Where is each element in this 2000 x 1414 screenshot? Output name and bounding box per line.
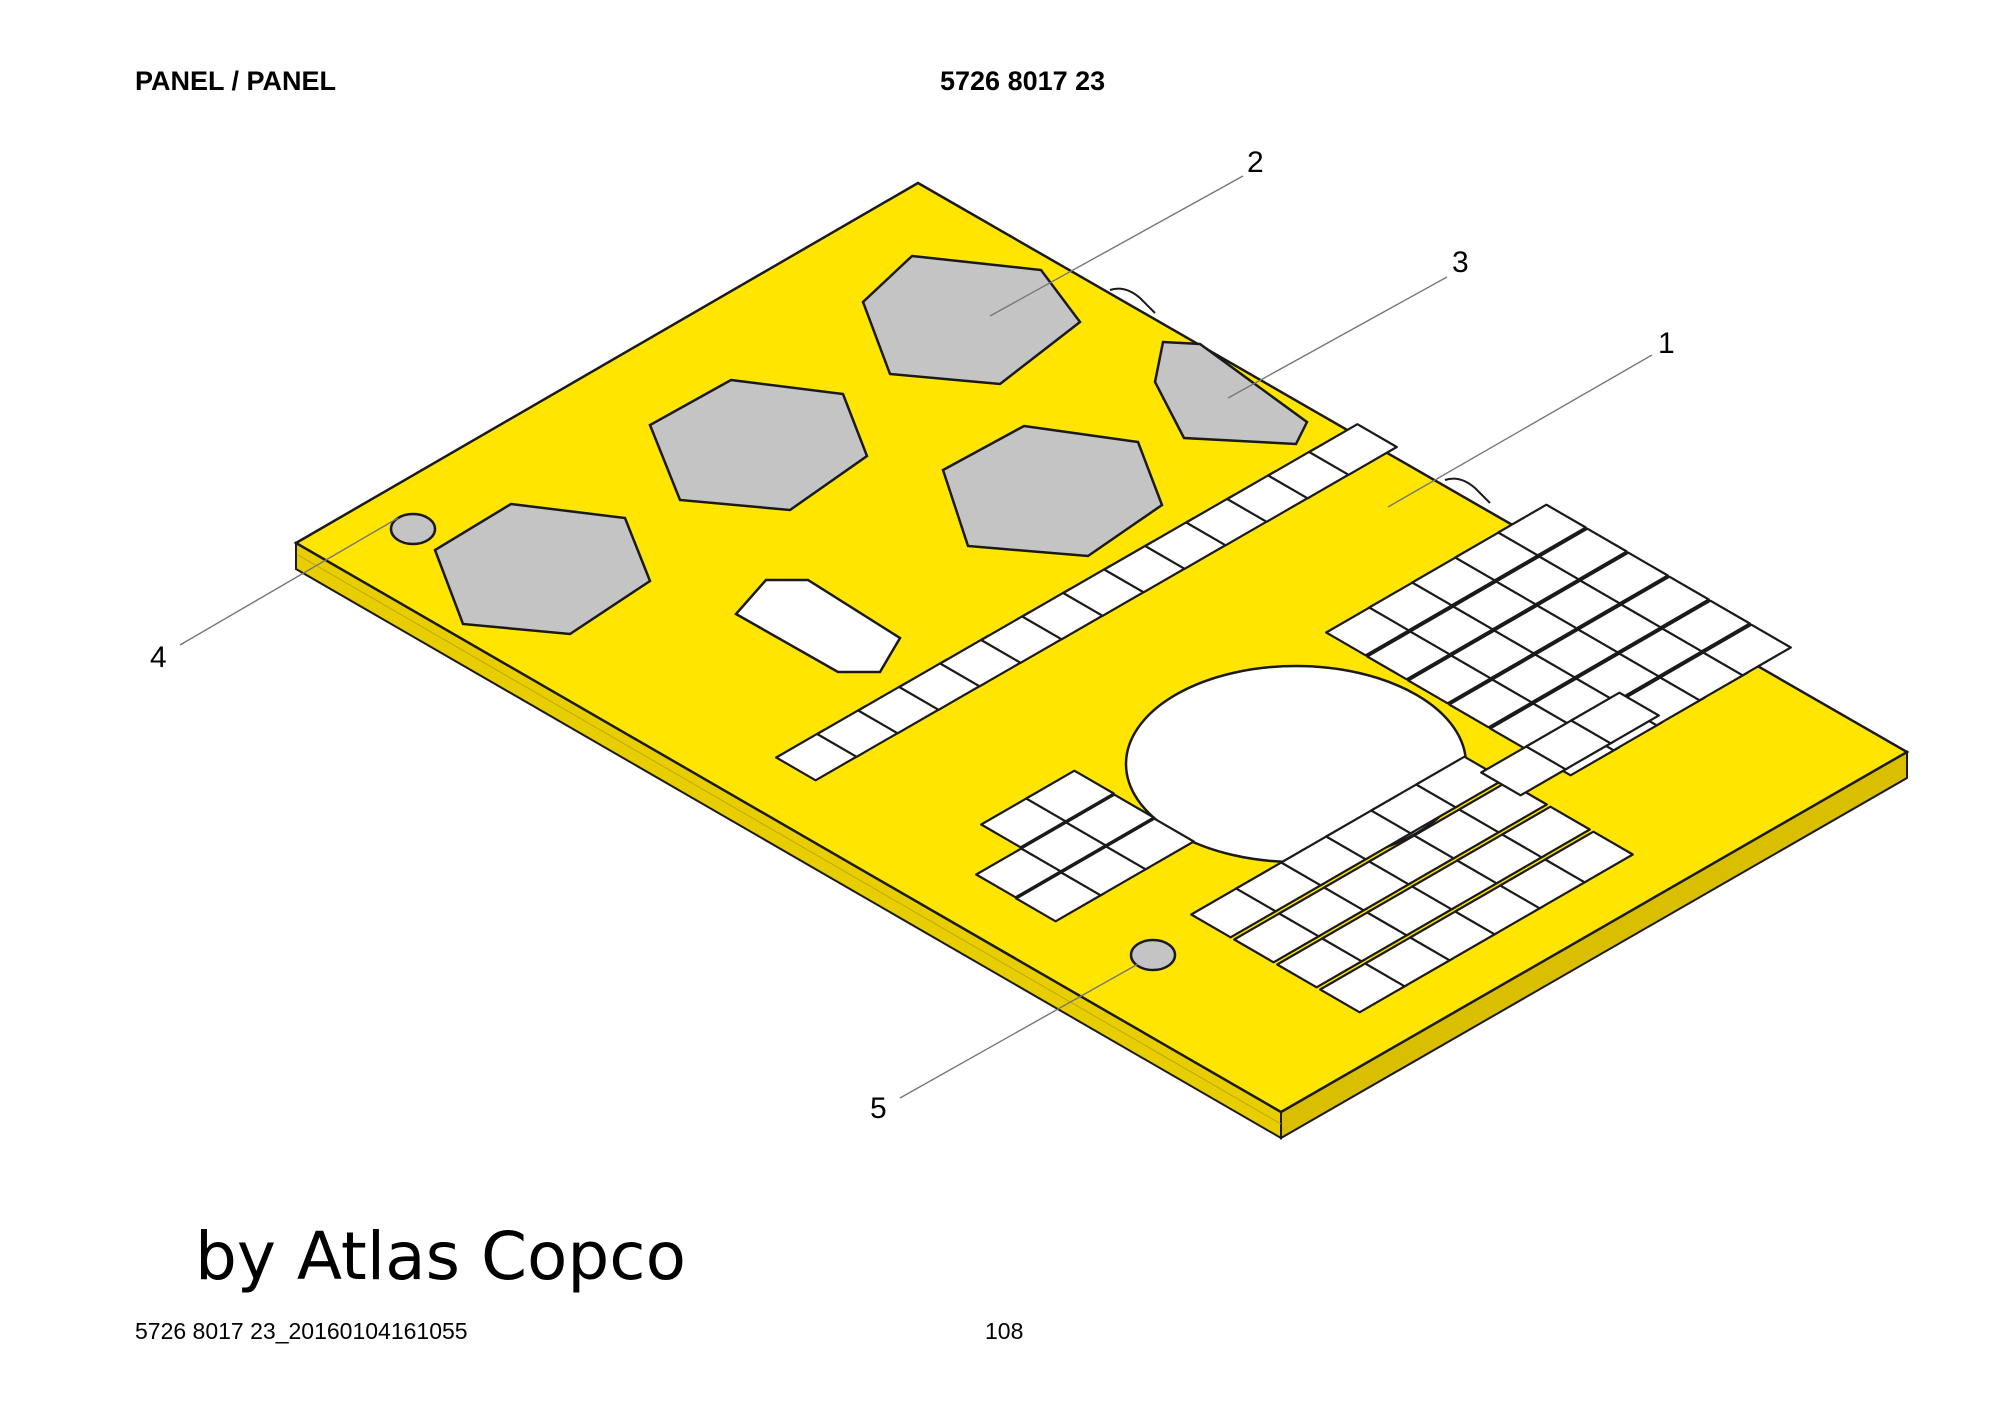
hex-cap bbox=[433, 502, 652, 636]
slot-grid bbox=[775, 423, 1792, 1014]
hex-cap bbox=[941, 424, 1164, 558]
part-number: 5726 8017 23 bbox=[940, 66, 1106, 96]
callout-1: 1 bbox=[1658, 327, 1675, 360]
slot-opening bbox=[1570, 691, 1660, 745]
mounting-tab bbox=[1109, 287, 1156, 314]
panel-edge-highlight bbox=[297, 554, 1282, 1125]
callout-5: 5 bbox=[870, 1092, 887, 1125]
leader-line-5 bbox=[899, 963, 1139, 1099]
leader-line-1 bbox=[1387, 354, 1653, 508]
cover-caps bbox=[433, 254, 1309, 636]
slot-opening bbox=[1497, 503, 1587, 557]
slot-opening bbox=[1538, 527, 1628, 581]
fastener-cap bbox=[389, 512, 437, 546]
document-id: 5726 8017 23_20160104161055 bbox=[135, 1318, 468, 1344]
slot-opening bbox=[1308, 423, 1398, 476]
fasteners bbox=[389, 512, 1177, 972]
slot-opening bbox=[1065, 793, 1155, 847]
hex-cap bbox=[648, 378, 869, 512]
leader-line-2 bbox=[989, 175, 1244, 317]
page-title: PANEL / PANEL bbox=[135, 66, 337, 96]
callout-3: 3 bbox=[1452, 246, 1469, 279]
slot-opening bbox=[1025, 769, 1115, 823]
fastener-cap bbox=[1129, 938, 1177, 972]
slot-opening bbox=[1105, 817, 1195, 871]
leader-lines bbox=[179, 175, 1653, 1099]
slot-opening bbox=[1702, 623, 1792, 677]
slot-opening bbox=[1579, 551, 1669, 605]
mounting-tab bbox=[1444, 477, 1491, 504]
page-number: 108 bbox=[985, 1318, 1024, 1344]
slot-opening bbox=[1620, 575, 1710, 629]
leader-line-4 bbox=[179, 517, 399, 646]
display-window bbox=[734, 578, 902, 674]
callout-labels: 1 2 3 4 5 bbox=[150, 146, 1675, 1125]
slot-opening bbox=[1661, 599, 1751, 653]
callout-4: 4 bbox=[150, 641, 167, 674]
atlas-copco-watermark: by Atlas Copco bbox=[195, 1218, 686, 1295]
leader-line-3 bbox=[1227, 276, 1448, 399]
hex-cap bbox=[1153, 340, 1309, 446]
callout-2: 2 bbox=[1247, 146, 1264, 179]
slot-opening bbox=[1501, 805, 1591, 859]
hex-cap bbox=[861, 254, 1082, 386]
slot-opening bbox=[1458, 780, 1548, 834]
slot-opening bbox=[1544, 830, 1634, 884]
